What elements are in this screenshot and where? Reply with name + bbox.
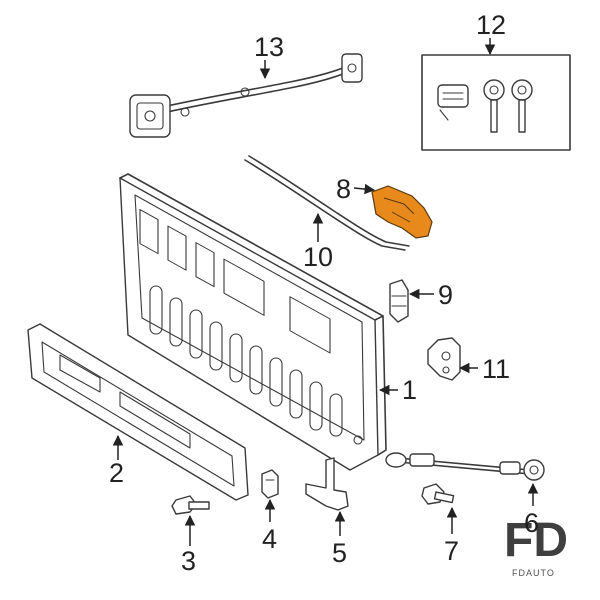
callout-5: 5 <box>332 538 347 568</box>
callout-3: 3 <box>181 546 196 576</box>
part-4-clip <box>261 469 279 499</box>
callout-10: 10 <box>303 242 333 272</box>
callout-13: 13 <box>254 32 284 62</box>
callout-11: 11 <box>482 354 510 384</box>
part-2-trim-panel <box>27 323 249 501</box>
part-5-hinge <box>305 457 349 511</box>
part-3-bolt <box>171 495 210 515</box>
callout-7: 7 <box>444 536 459 566</box>
callout-6: 6 <box>524 508 539 538</box>
part-11-striker <box>427 337 461 381</box>
part-7-bolt <box>421 483 455 505</box>
part-10-rod <box>244 155 410 251</box>
watermark-fdauto: FD FDAUTO <box>504 514 568 578</box>
leader-lines <box>112 38 539 546</box>
callout-12: 12 <box>476 10 506 40</box>
callout-4: 4 <box>262 524 277 554</box>
callout-9: 9 <box>438 280 453 310</box>
part-6-support-cable <box>385 452 545 481</box>
callout-2: 2 <box>109 458 124 488</box>
part-8-handle-highlighted <box>371 185 433 239</box>
part-13-cable-assembly <box>129 53 363 138</box>
callout-1: 1 <box>402 375 417 405</box>
watermark-caption: FDAUTO <box>512 568 555 578</box>
part-1-tailgate <box>119 173 387 471</box>
watermark-logo: FD <box>504 514 568 567</box>
callout-8: 8 <box>336 174 351 204</box>
part-9-bracket <box>389 279 409 323</box>
part-12-lock-and-keys <box>421 54 571 151</box>
